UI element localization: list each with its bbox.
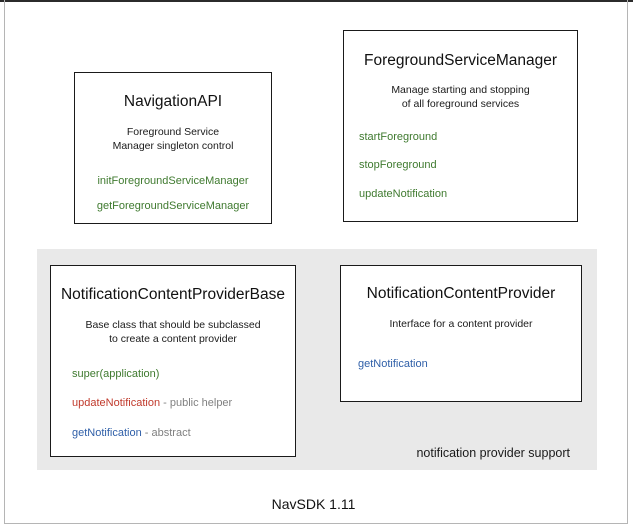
class-box-foreground-service-manager[interactable]: ForegroundServiceManager Manage starting…: [343, 30, 578, 222]
class-box-navigation-api[interactable]: NavigationAPI Foreground Service Manager…: [74, 72, 272, 224]
member-name: updateNotification: [359, 187, 448, 200]
member-list: initForegroundServiceManager getForegrou…: [75, 175, 271, 213]
class-description-line1: Foreground Service: [126, 125, 220, 138]
frame-border-left: [4, 0, 5, 524]
member-name: getForegroundServiceManager: [96, 200, 250, 213]
member-name: startForeground: [359, 131, 438, 144]
class-title: ForegroundServiceManager: [364, 52, 557, 69]
member-name: initForegroundServiceManager: [97, 175, 249, 188]
group-caption: notification provider support: [416, 446, 570, 460]
member-item[interactable]: getNotification - abstract: [72, 427, 295, 440]
class-description: Foreground Service Manager singleton con…: [75, 125, 271, 153]
class-title: NotificationContentProvider: [366, 285, 556, 302]
member-item[interactable]: stopForeground: [359, 159, 577, 172]
class-description-line1: Interface for a content provider: [389, 317, 533, 330]
class-description-line2: of all foreground services: [401, 97, 520, 110]
class-description-line1: Manage starting and stopping: [391, 83, 530, 96]
class-title: NavigationAPI: [123, 93, 223, 110]
class-description: Base class that should be subclassed to …: [51, 318, 295, 346]
member-list: getNotification: [341, 358, 581, 371]
member-item[interactable]: getNotification: [358, 358, 581, 371]
member-item[interactable]: getForegroundServiceManager: [75, 200, 271, 213]
member-item[interactable]: updateNotification: [359, 188, 577, 201]
member-name: updateNotification: [72, 397, 161, 410]
member-name: getNotification: [72, 426, 142, 439]
class-description-line2: Manager singleton control: [112, 139, 234, 152]
member-suffix: - abstract: [141, 426, 191, 439]
member-item[interactable]: super(application): [72, 368, 295, 381]
class-description: Interface for a content provider: [341, 317, 581, 331]
footer-version-label: NavSDK 1.11: [271, 496, 356, 512]
member-item[interactable]: updateNotification - public helper: [72, 397, 295, 410]
member-suffix: - public helper: [160, 397, 233, 410]
class-description-line2: to create a content provider: [109, 332, 237, 345]
member-list: startForeground stopForeground updateNot…: [344, 131, 577, 201]
frame-border-right: [627, 0, 628, 524]
member-item[interactable]: initForegroundServiceManager: [75, 175, 271, 188]
class-box-notification-content-provider[interactable]: NotificationContentProvider Interface fo…: [340, 265, 582, 402]
class-title: NotificationContentProviderBase: [60, 286, 285, 303]
class-description-line1: Base class that should be subclassed: [85, 318, 261, 331]
frame-border-top: [0, 0, 633, 2]
class-description: Manage starting and stopping of all fore…: [344, 83, 577, 111]
member-name: stopForeground: [359, 159, 437, 172]
frame-border-bottom: [4, 523, 627, 524]
member-name: super(application): [72, 368, 160, 381]
member-item[interactable]: startForeground: [359, 131, 577, 144]
class-box-notification-content-provider-base[interactable]: NotificationContentProviderBase Base cla…: [50, 265, 296, 457]
member-list: super(application) updateNotification - …: [51, 368, 295, 440]
member-name: getNotification: [358, 357, 428, 370]
